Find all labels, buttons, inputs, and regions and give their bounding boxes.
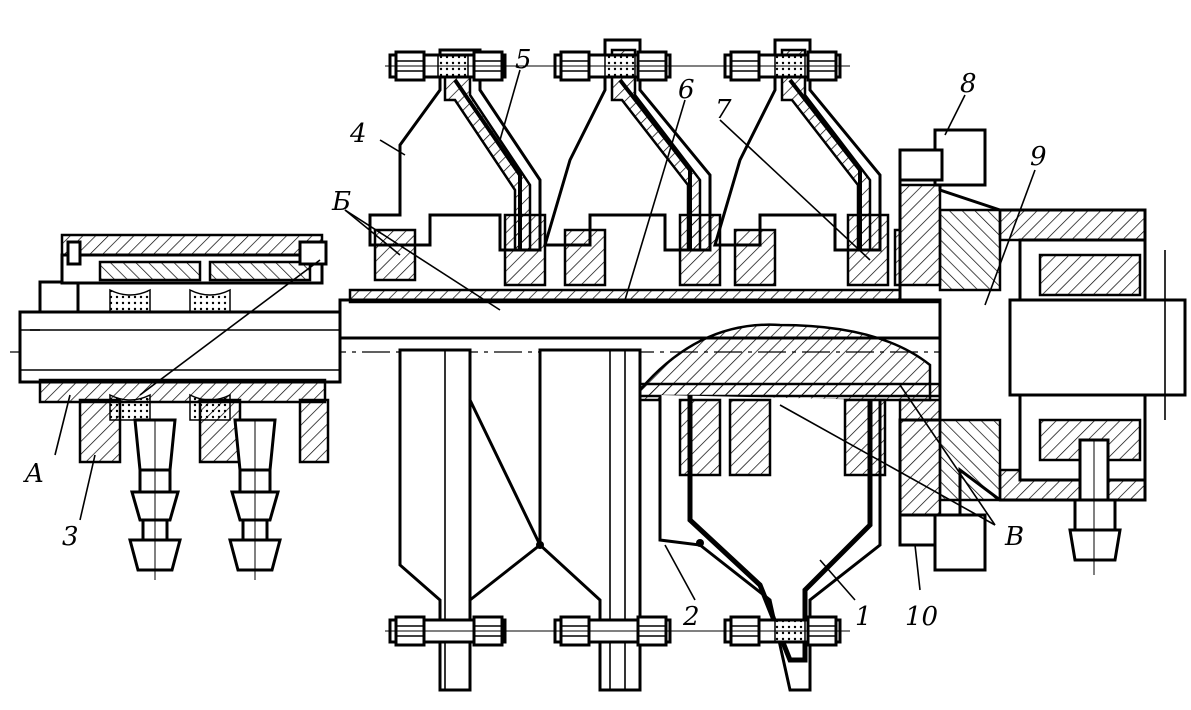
right-end-housing: [898, 128, 1187, 575]
callout-A: A: [23, 459, 44, 489]
callout-6: 6: [678, 75, 695, 105]
callout-3: 3: [62, 522, 79, 552]
callout-9: 9: [1030, 142, 1047, 172]
callout-B-upper: Б: [331, 187, 351, 217]
left-rotary-joint: [30, 233, 330, 464]
callout-V-lower: В: [1004, 522, 1024, 552]
hose-fitting-left: [128, 418, 182, 580]
hose-fitting-right: [228, 418, 282, 580]
chamber-housing-upper: [368, 38, 937, 287]
callout-8: 8: [960, 69, 977, 99]
top-bolts: [385, 50, 850, 82]
callout-labels: 5 4 6 7 8 9 Б A 3 2 1 10 В: [23, 45, 1047, 632]
callout-4: 4: [349, 119, 367, 149]
callout-1: 1: [855, 602, 872, 632]
callout-10: 10: [905, 602, 938, 632]
callout-5: 5: [515, 45, 532, 75]
bottom-bolts: [385, 615, 850, 647]
lower-discs: [398, 348, 642, 692]
callout-2: 2: [682, 602, 700, 632]
lower-chamber-right: [638, 323, 942, 692]
callout-7: 7: [715, 95, 732, 125]
leader-lines: [54, 69, 1036, 601]
